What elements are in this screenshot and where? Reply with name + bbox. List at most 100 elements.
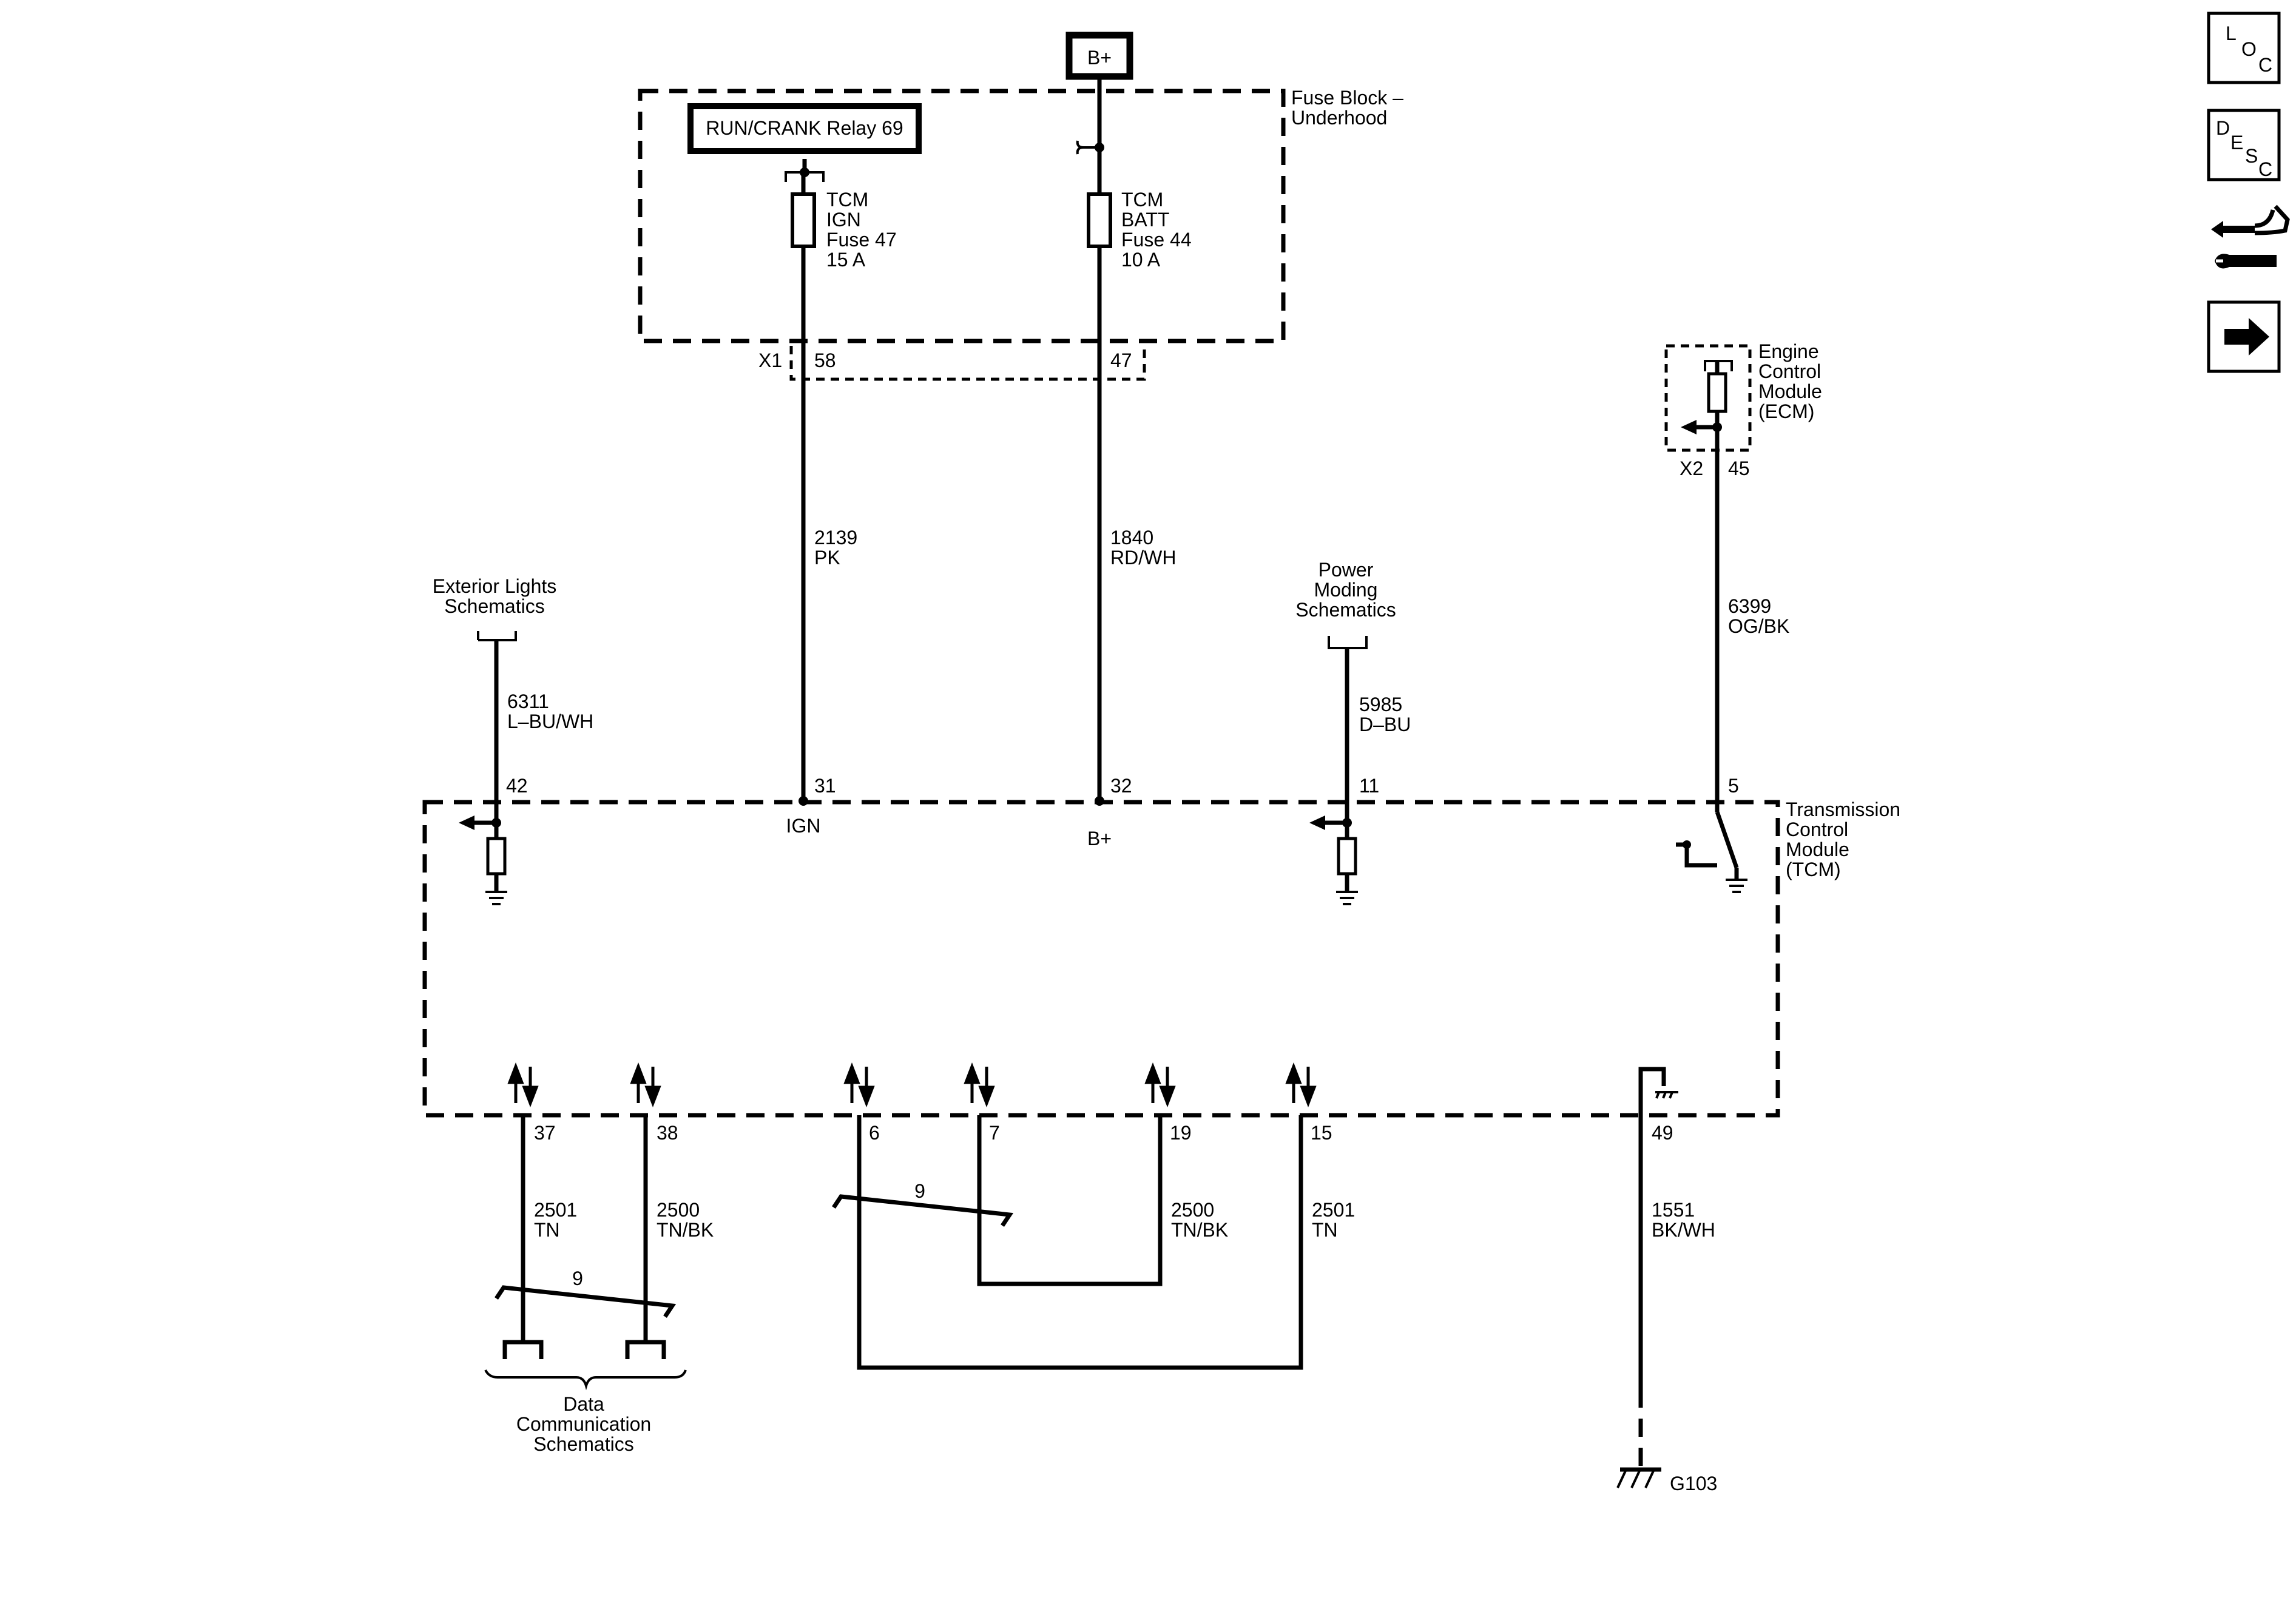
svg-text:TN: TN <box>1312 1219 1338 1241</box>
svg-text:IGN: IGN <box>786 815 821 837</box>
svg-text:L–BU/WH: L–BU/WH <box>507 711 593 732</box>
svg-text:Fuse 44: Fuse 44 <box>1121 229 1192 251</box>
svg-text:C: C <box>2258 54 2272 76</box>
wire-6399-label: 6399 OG/BK <box>1728 595 1789 637</box>
connector-wrench-icon[interactable] <box>2211 204 2290 269</box>
svg-text:Schematics: Schematics <box>444 595 544 617</box>
fuse-block-boundary <box>638 89 1286 343</box>
wire-2139-label: 2139 PK <box>814 527 857 569</box>
fuse-block-title: Fuse Block – Underhood <box>1291 87 1403 129</box>
exterior-lights-ref: Exterior Lights Schematics 6311 L–BU/WH <box>433 575 593 825</box>
svg-text:37: 37 <box>534 1122 556 1144</box>
svg-text:L: L <box>2226 22 2237 44</box>
svg-text:2501: 2501 <box>1312 1199 1355 1221</box>
svg-text:B+: B+ <box>1087 47 1112 69</box>
svg-text:TN/BK: TN/BK <box>1171 1219 1228 1241</box>
svg-text:32: 32 <box>1110 775 1132 797</box>
svg-text:45: 45 <box>1728 457 1750 479</box>
bidirectional-arrow <box>843 1062 875 1107</box>
svg-text:38: 38 <box>657 1122 678 1144</box>
svg-text:2500: 2500 <box>1171 1199 1214 1221</box>
svg-text:10 A: 10 A <box>1121 249 1161 271</box>
svg-text:(TCM): (TCM) <box>1786 859 1841 880</box>
svg-text:5985: 5985 <box>1359 694 1402 715</box>
svg-text:Power: Power <box>1319 559 1374 581</box>
svg-text:RUN/CRANK Relay 69: RUN/CRANK Relay 69 <box>706 117 903 139</box>
tcm-top-pins: 42 31 32 11 5 <box>506 775 1739 797</box>
svg-text:D: D <box>2216 117 2230 139</box>
svg-text:2500: 2500 <box>657 1199 700 1221</box>
svg-text:D–BU: D–BU <box>1359 714 1411 735</box>
exterior-input-circuit <box>459 815 507 905</box>
bidirectional-arrow <box>1144 1062 1176 1107</box>
ecm-signal-switch <box>1676 801 1747 893</box>
svg-text:B+: B+ <box>1087 828 1112 849</box>
svg-text:Moding: Moding <box>1314 579 1378 601</box>
svg-text:Fuse 47: Fuse 47 <box>826 229 897 251</box>
svg-text:Transmission: Transmission <box>1786 798 1900 820</box>
tcm-title: Transmission Control Module (TCM) <box>1786 798 1900 880</box>
ecm-boundary <box>1664 344 1752 452</box>
run-crank-relay: RUN/CRANK Relay 69 <box>687 103 922 154</box>
serial-data-arrows <box>507 1062 1317 1107</box>
svg-text:TCM: TCM <box>1121 189 1163 211</box>
svg-text:1551: 1551 <box>1652 1199 1695 1221</box>
power-moding-input-circuit <box>1309 815 1358 905</box>
svg-text:5: 5 <box>1728 775 1739 797</box>
power-moding-ref: Power Moding Schematics 5985 D–BU <box>1295 559 1411 825</box>
svg-text:58: 58 <box>814 349 836 371</box>
serial-data-loops: 9 2500 TN/BK 2501 TN <box>832 1115 1355 1370</box>
svg-text:7: 7 <box>989 1122 1000 1144</box>
next-arrow-icon <box>2224 318 2269 356</box>
svg-text:19: 19 <box>1170 1122 1192 1144</box>
ecm-title: Engine Control Module (ECM) <box>1758 340 1822 422</box>
svg-text:9: 9 <box>572 1268 583 1289</box>
svg-text:(ECM): (ECM) <box>1758 400 1814 422</box>
next-arrow-button[interactable] <box>2207 300 2281 373</box>
ground-g103: 1551 BK/WH G103 <box>1616 1115 1717 1494</box>
svg-text:Control: Control <box>1786 819 1848 840</box>
svg-text:2139: 2139 <box>814 527 857 549</box>
svg-text:Engine: Engine <box>1758 340 1819 362</box>
svg-text:IGN: IGN <box>826 209 861 231</box>
svg-text:Fuse Block –: Fuse Block – <box>1291 87 1403 109</box>
svg-text:6399: 6399 <box>1728 595 1771 617</box>
svg-text:Communication: Communication <box>516 1413 651 1435</box>
loc-button[interactable]: L O C <box>2207 12 2281 84</box>
svg-text:PK: PK <box>814 547 840 569</box>
svg-text:O: O <box>2241 38 2257 60</box>
bplus-source: B+ <box>1065 32 1133 80</box>
svg-text:G103: G103 <box>1670 1473 1717 1494</box>
svg-text:BK/WH: BK/WH <box>1652 1219 1715 1241</box>
svg-text:Exterior Lights: Exterior Lights <box>433 575 557 597</box>
svg-text:Schematics: Schematics <box>533 1433 633 1455</box>
svg-text:6311: 6311 <box>507 690 549 712</box>
svg-text:2501: 2501 <box>534 1199 577 1221</box>
svg-text:47: 47 <box>1110 349 1132 371</box>
data-comm-pair: 9 2501 TN 2500 TN/BK Data Communication … <box>484 1115 714 1455</box>
bidirectional-arrow <box>964 1062 995 1107</box>
connector-x1: X1 58 47 <box>758 346 1146 381</box>
svg-text:6: 6 <box>869 1122 880 1144</box>
svg-text:TN: TN <box>534 1219 560 1241</box>
svg-text:15 A: 15 A <box>826 249 866 271</box>
svg-text:9: 9 <box>914 1180 925 1202</box>
svg-text:Module: Module <box>1758 380 1822 402</box>
svg-text:S: S <box>2245 145 2258 167</box>
svg-text:15: 15 <box>1311 1122 1332 1144</box>
svg-text:Schematics: Schematics <box>1295 599 1396 621</box>
svg-text:Control: Control <box>1758 360 1821 382</box>
svg-text:BATT: BATT <box>1121 209 1169 231</box>
svg-text:TN/BK: TN/BK <box>657 1219 714 1241</box>
fuse-ign: TCM IGN Fuse 47 15 A <box>791 172 897 801</box>
svg-text:E: E <box>2230 132 2243 154</box>
desc-button[interactable]: D E S C <box>2207 109 2281 181</box>
svg-text:11: 11 <box>1359 775 1379 797</box>
tcm-ground-symbol <box>1638 1067 1678 1115</box>
bidirectional-arrow <box>1285 1062 1317 1107</box>
svg-text:X2: X2 <box>1680 457 1703 479</box>
svg-text:31: 31 <box>814 775 836 797</box>
wire-1840-label: 1840 RD/WH <box>1110 527 1176 569</box>
